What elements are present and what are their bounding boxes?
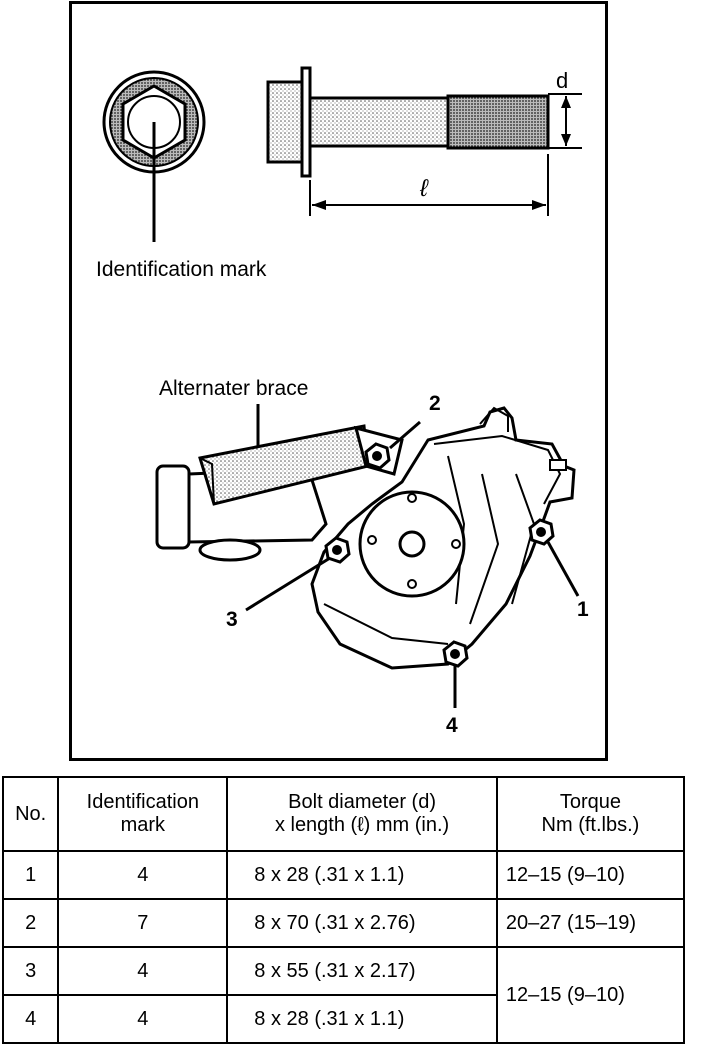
pump-housing [310,406,576,670]
header-torque: Torque Nm (ft.lbs.) [495,776,686,852]
dimension-length [309,154,549,216]
header-no: No. [1,776,60,852]
cell-no: 2 [1,898,60,948]
bolt-1 [528,518,580,597]
dimension-length-label: ℓ [419,175,429,202]
header-bolt-size: Bolt diameter (d) x length (ℓ) mm (in.) [226,776,498,852]
table-row: 1 4 8 x 28 (.31 x 1.1) 12–15 (9–10) [1,850,686,900]
bolt-2 [364,420,421,470]
cell-size: 8 x 55 (.31 x 2.17) [226,946,498,996]
cell-mark: 4 [57,850,229,900]
dimension-d-label: d [556,68,568,93]
bolt-diagram: Identification mark d ℓ Alternater b [96,66,589,737]
bolt-number-1: 1 [577,598,589,621]
cell-no: 3 [1,946,60,996]
bolt-number-2: 2 [429,392,441,415]
header-identification-mark: Identification mark [57,776,229,852]
cell-torque: 12–15 (9–10) [495,850,686,900]
alternator-brace-label: Alternater brace [159,377,308,400]
header-torque-line1: Torque [559,791,622,813]
cell-no: 1 [1,850,60,900]
bolt-3 [245,536,351,612]
table-header-row: No. Identification mark Bolt diameter (d… [1,776,686,852]
table-row: 2 7 8 x 70 (.31 x 2.76) 20–27 (15–19) [1,898,686,948]
cell-mark: 4 [57,994,229,1044]
cell-size: 8 x 28 (.31 x 1.1) [226,850,498,900]
header-size-line2: x length (ℓ) mm (in.) [274,814,450,836]
bolt-end-view [102,70,206,242]
figure-frame: Identification mark d ℓ Alternater b [69,1,608,761]
header-mark-line1: Identification [86,791,199,813]
bolt-side-view [266,66,550,178]
bolt-4 [442,640,469,708]
cell-no: 4 [1,994,60,1044]
identification-mark-label: Identification mark [96,258,267,281]
cell-mark: 4 [57,946,229,996]
dimension-d [548,93,582,149]
cell-torque: 12–15 (9–10) [495,946,686,1044]
bolt-number-4: 4 [446,714,458,737]
header-mark-line2: mark [120,814,166,836]
cell-size: 8 x 28 (.31 x 1.1) [226,994,498,1044]
cell-mark: 7 [57,898,229,948]
table-row: 3 4 8 x 55 (.31 x 2.17) 12–15 (9–10) [1,946,686,1044]
cell-size: 8 x 70 (.31 x 2.76) [226,898,498,948]
cell-torque: 20–27 (15–19) [495,898,686,948]
header-torque-line2: Nm (ft.lbs.) [541,814,640,836]
table-row: 4 4 8 x 28 (.31 x 1.1) [1,994,684,1044]
bolt-spec-table: No. Identification mark Bolt diameter (d… [1,776,686,1044]
header-size-line1: Bolt diameter (d) [288,791,436,813]
bolt-number-3: 3 [226,608,238,631]
